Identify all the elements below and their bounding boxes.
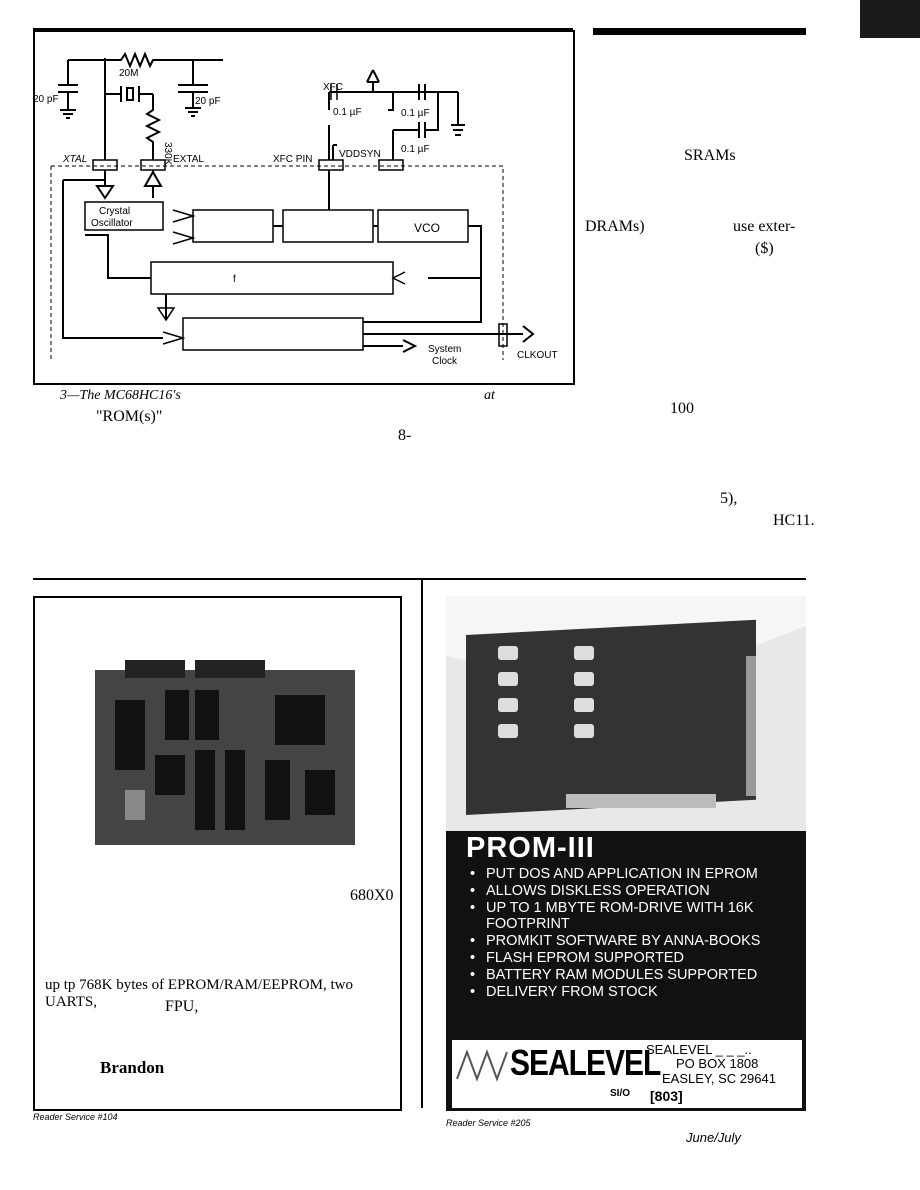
label-20pf-left: 20 pF xyxy=(33,94,59,105)
text-srams: SRAMs xyxy=(684,147,736,164)
circuit-board-photo xyxy=(95,660,355,845)
sealevel-panel xyxy=(452,1040,802,1108)
page-corner-mark xyxy=(860,0,920,38)
label-xfc: XFC xyxy=(323,82,343,93)
capacitor-right xyxy=(178,84,208,117)
label-20pf-right: 20 pF xyxy=(195,96,221,107)
label-clkout: CLKOUT xyxy=(517,350,558,361)
sealevel-logo: SEALEVEL xyxy=(510,1044,661,1084)
feature-item: BATTERY RAM MODULES SUPPORTED xyxy=(466,967,796,984)
text-5: 5), xyxy=(720,490,738,507)
label-cap3: 0.1 µF xyxy=(401,144,430,155)
text-8: 8- xyxy=(398,427,412,444)
feature-item: PROMKIT SOFTWARE BY ANNA-BOOKS xyxy=(466,933,796,950)
top-rule-right xyxy=(593,28,806,35)
prom-card-photo xyxy=(446,596,806,831)
ad-left-box xyxy=(33,596,402,1111)
text-680x0: 680X0 xyxy=(350,887,394,904)
text-memory: up tp 768K bytes of EPROM/RAM/EEPROM, tw… xyxy=(45,977,353,1010)
address-line-1: SEALEVEL _ _ _.. xyxy=(646,1042,752,1057)
column-rule xyxy=(421,578,423,1108)
label-clock: Clock xyxy=(432,356,458,367)
text-roms: "ROM(s)" xyxy=(96,408,163,425)
text-brandon: Brandon xyxy=(100,1058,165,1077)
feature-item: DELIVERY FROM STOCK xyxy=(466,984,796,1001)
reader-service-104: Reader Service #104 xyxy=(33,1112,118,1122)
sealevel-logo-icon xyxy=(456,1049,508,1082)
section-rule xyxy=(33,578,806,580)
reader-service-205: Reader Service #205 xyxy=(446,1118,531,1128)
resistor-330k xyxy=(144,94,162,160)
figure-caption: 3—The MC68HC16's xyxy=(60,388,181,403)
feature-list: PUT DOS AND APPLICATION IN EPROM ALLOWS … xyxy=(466,866,796,1000)
label-vco: VCO xyxy=(414,221,440,235)
text-hc11: HC11. xyxy=(773,512,815,529)
feature-item: FLASH EPROM SUPPORTED xyxy=(466,950,796,967)
clock-circuit-figure xyxy=(33,30,575,385)
crystal xyxy=(104,60,153,102)
label-330k: 330K xyxy=(162,142,173,166)
text-dollar: ($) xyxy=(755,240,774,257)
resistor-20m xyxy=(104,51,194,69)
feature-item: ALLOWS DISKLESS OPERATION xyxy=(466,883,796,900)
label-fblock: f xyxy=(233,274,236,285)
label-xfc-pin: XFC PIN xyxy=(273,154,312,165)
phone-prefix: [803] xyxy=(650,1088,683,1104)
label-20m: 20M xyxy=(119,68,138,79)
address-line-2: PO BOX 1808 xyxy=(676,1056,759,1071)
capacitor-left xyxy=(58,84,78,119)
label-vddsyn: VDDSYN xyxy=(339,149,381,160)
sio-mark: SI/O xyxy=(610,1088,631,1099)
text-fpu: FPU, xyxy=(165,998,199,1015)
label-cap1: 0.1 µF xyxy=(333,107,362,118)
feature-item: PUT DOS AND APPLICATION IN EPROM xyxy=(466,866,796,883)
text-100: 100 xyxy=(670,400,694,417)
text-use-exter: use exter- xyxy=(733,218,796,235)
label-cap2: 0.1 µF xyxy=(401,108,430,119)
issue-date: June/July xyxy=(686,1130,741,1145)
clock-circuit-diagram: 20M 20 pF 20 pF 330K XTAL EXTAL XFC 0.1 … xyxy=(33,51,558,367)
label-extal: EXTAL xyxy=(173,154,204,165)
prom-iii-title: PROM-III xyxy=(466,832,595,864)
text-drams: DRAMs) xyxy=(585,218,645,235)
label-xtal: XTAL xyxy=(62,154,87,165)
feature-item: UP TO 1 MBYTE ROM-DRIVE WITH 16K FOOTPRI… xyxy=(466,900,796,934)
caption-at: at xyxy=(484,388,495,403)
label-system: System xyxy=(428,344,461,355)
address-line-3: EASLEY, SC 29641 xyxy=(662,1071,776,1086)
